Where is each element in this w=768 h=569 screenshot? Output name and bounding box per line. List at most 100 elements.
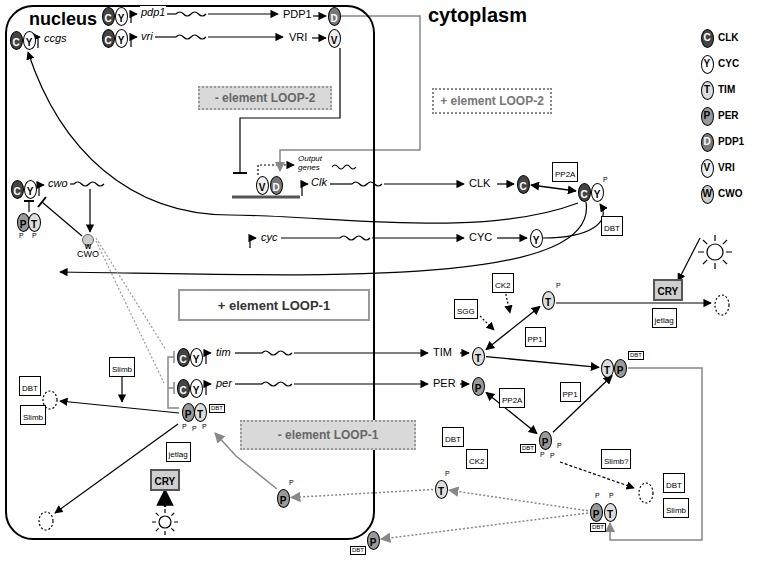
enzyme-label: jetlag: [655, 316, 674, 325]
nucleus-region: nucleus- element LOOP-2+ element LOOP-1S…: [5, 5, 375, 540]
protein-letter: T: [604, 365, 610, 376]
text-label: cyc: [260, 231, 279, 244]
text-label: VRI: [288, 31, 308, 44]
pathway-arrow: [381, 513, 588, 539]
enzyme-label: PP1: [528, 335, 543, 344]
cry-label: CRY: [658, 286, 679, 297]
enzyme-box: jetlag: [166, 442, 191, 462]
text-label: CLK: [468, 177, 491, 190]
protein-circle: V: [328, 29, 341, 48]
regulation-lines: [24, 16, 729, 530]
legend-text: VRI: [718, 162, 735, 174]
phospho-mark: P: [557, 442, 562, 450]
protein-circle: T: [194, 403, 207, 422]
loop-box: + element LOOP-2: [432, 88, 552, 114]
loop-label: + element LOOP-2: [440, 94, 544, 108]
dbt-tag: DBT: [209, 404, 225, 413]
protein-letter: T: [607, 509, 613, 520]
legend-text: PER: [718, 110, 739, 122]
protein-letter: T: [475, 353, 481, 364]
protein-circle: Y: [190, 348, 203, 367]
dbt-tag: DBT: [350, 546, 366, 555]
phospho-mark: P: [540, 451, 545, 459]
text-label: vri: [140, 30, 154, 43]
phospho-mark: P: [445, 470, 450, 478]
text-label: CYC: [468, 231, 493, 244]
pathway-arrow: [486, 392, 537, 433]
enzyme-label: Slimb: [23, 413, 43, 422]
dbt-tag: DBT: [628, 351, 644, 360]
protein-circle: W: [82, 234, 94, 246]
protein-letter: C: [104, 13, 111, 24]
protein-circle: T: [28, 213, 41, 232]
legend-letter: T: [704, 84, 710, 96]
phospho-mark: P: [556, 282, 561, 290]
pathway-arrow: [449, 490, 588, 511]
enzyme-label: Slimb?: [604, 457, 628, 466]
enzyme-label: DBT: [604, 224, 620, 233]
protein-letter: P: [280, 495, 287, 506]
phospho-mark: P: [192, 425, 197, 433]
legend-letter: Y: [704, 58, 711, 70]
enzyme-box: DBT: [19, 376, 41, 396]
loop-box: - element LOOP-2: [198, 86, 332, 110]
protein-circle: Y: [591, 183, 604, 202]
protein-circle: P: [367, 531, 380, 550]
legend-letter: D: [704, 136, 711, 148]
protein-circle: T: [435, 480, 448, 499]
text-label: cytoplasm: [428, 3, 527, 27]
protein-circle: P: [472, 377, 485, 396]
legend-text: CLK: [718, 32, 739, 44]
protein-letter: Y: [193, 354, 200, 365]
enzyme-label: Slimb: [112, 365, 132, 374]
text-label: per: [215, 377, 233, 390]
protein-letter: V: [331, 35, 338, 46]
protein-circle: P: [539, 431, 552, 450]
loop-label: + element LOOP-1: [218, 298, 330, 313]
protein-circle: Y: [530, 229, 543, 248]
gene-lines: [38, 12, 527, 395]
protein-letter: P: [20, 219, 27, 230]
protein-letter: W: [85, 243, 92, 250]
phospho-mark: P: [32, 232, 37, 240]
phospho-mark: P: [595, 492, 600, 500]
protein-circle: P: [182, 403, 195, 422]
protein-circle: P: [590, 503, 603, 522]
protein-letter: C: [12, 37, 19, 48]
protein-circle: Y: [115, 29, 128, 48]
protein-circle: C: [177, 348, 190, 367]
enzyme-box: PP2A: [499, 388, 525, 408]
pathway-arrow: [291, 490, 433, 498]
protein-circle: T: [472, 347, 485, 366]
protein-circle: T: [601, 359, 614, 378]
protein-letter: T: [31, 219, 37, 230]
text-label: ccgs: [43, 32, 68, 45]
protein-circle: Y: [190, 379, 203, 398]
protein-circle: Y: [24, 180, 37, 199]
cry-label: CRY: [155, 476, 176, 487]
protein-letter: P: [370, 537, 377, 548]
text-label: PER: [432, 377, 457, 390]
protein-circle: P: [277, 489, 290, 508]
loop-label: - element LOOP-2: [215, 91, 316, 105]
protein-circle: C: [517, 175, 530, 194]
enzyme-box: DBT: [601, 216, 623, 236]
protein-circle: C: [11, 180, 24, 199]
protein-letter: P: [593, 509, 600, 520]
text-label: tim: [215, 346, 232, 359]
protein-circle: V: [256, 176, 269, 195]
enzyme-label: Slimb: [666, 506, 686, 515]
phospho-mark: P: [182, 423, 187, 431]
protein-circle: C: [10, 31, 23, 50]
protein-letter: T: [197, 409, 203, 420]
protein-circle: C: [578, 183, 591, 202]
protein-letter: P: [185, 409, 192, 420]
legend-letter: C: [704, 32, 711, 44]
enzyme-label: PP2A: [502, 396, 522, 405]
text-label: TIM: [432, 346, 453, 359]
protein-letter: C: [580, 189, 587, 200]
protein-circle: C: [102, 7, 115, 26]
cry-box: CRY: [150, 469, 181, 491]
protein-circle: D: [328, 7, 341, 26]
legend-text: CWO: [718, 188, 742, 200]
